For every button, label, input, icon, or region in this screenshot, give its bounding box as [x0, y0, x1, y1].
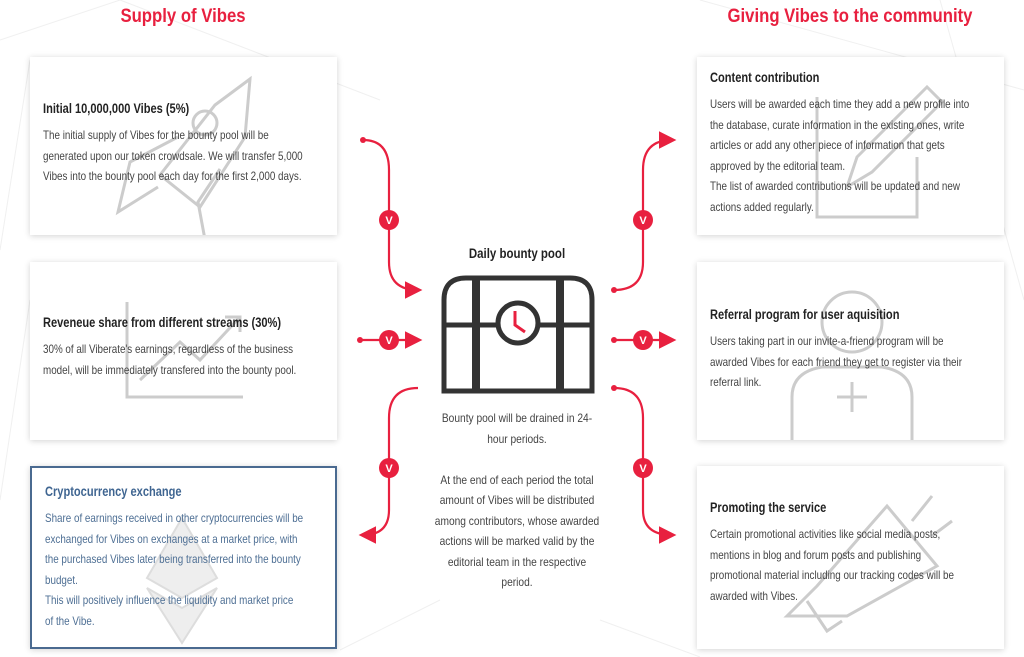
pool-text — [435, 449, 600, 470]
card-text: The initial supply of Vibes for the boun… — [43, 128, 269, 142]
bounty-pool-title: Daily bounty pool — [468, 246, 566, 261]
card-promoting-service: Promoting the service Certain promotiona… — [697, 466, 1004, 649]
pool-text: editorial team in the respective — [447, 554, 587, 569]
card-text: 30% of all Viberate's earnings, regardle… — [43, 342, 294, 356]
vibe-badge: V — [385, 215, 393, 227]
add-user-icon — [790, 290, 914, 440]
card-title: Reveneue share from different streams (3… — [43, 315, 282, 330]
card-text: Users will be awarded each time they add… — [710, 97, 970, 111]
card-title: Promoting the service — [710, 500, 827, 515]
card-text: model, will be immediately transfered in… — [43, 362, 297, 377]
card-text: Users taking part in our invite-a-friend… — [710, 334, 944, 348]
card-text: referral link. — [710, 375, 762, 389]
card-revenue-share: Reveneue share from different streams (3… — [30, 262, 337, 440]
pool-text: actions will be marked valid by the — [439, 534, 595, 548]
card-title: Cryptocurrency exchange — [45, 484, 182, 499]
vibe-badge: V — [385, 335, 393, 347]
card-text: Certain promotional activities like soci… — [710, 527, 941, 541]
pool-text: At the end of each period the total — [440, 472, 594, 487]
vibe-badge: V — [639, 463, 647, 475]
card-text: mentions in blog and forum posts and pub… — [710, 547, 922, 562]
giving-title: Giving Vibes to the community — [727, 6, 973, 27]
card-text: of the Vibe. — [45, 613, 95, 628]
card-text: promotional material including our track… — [710, 568, 954, 582]
pool-text: hour periods. — [487, 431, 547, 446]
card-text: generated upon our token crowdsale. We w… — [43, 148, 303, 163]
card-text: This will positively influence the liqui… — [45, 593, 294, 607]
card-text: awarded Vibes for each friend they get t… — [710, 354, 962, 369]
card-referral-program: Referral program for user aquisition Use… — [697, 262, 1004, 440]
card-text: awarded with Vibes. — [710, 588, 798, 603]
pool-text: Bounty pool will be drained in 24- — [441, 411, 593, 425]
vibe-badge: V — [639, 335, 647, 347]
card-text: approved by the editorial team. — [710, 158, 846, 173]
supply-title: Supply of Vibes — [120, 6, 246, 27]
card-title: Content contribution — [710, 70, 820, 85]
rocket-icon — [115, 75, 252, 235]
card-text: Vibes into the bounty pool each day for … — [43, 169, 302, 183]
card-text: Share of earnings received in other cryp… — [45, 511, 304, 525]
card-text: exchanged for Vibes on exchanges at a ma… — [45, 531, 298, 546]
card-title: Referral program for user aquisition — [710, 307, 900, 322]
card-crypto-exchange: Cryptocurrency exchange Share of earning… — [30, 466, 337, 649]
card-content-contribution: Content contribution Users will be award… — [697, 57, 1004, 235]
megaphone-icon — [783, 495, 953, 634]
card-initial-vibes: Initial 10,000,000 Vibes (5%) The initia… — [30, 57, 337, 235]
card-text: The list of awarded contributions will b… — [710, 179, 960, 193]
pool-text: among contributors, whose awarded — [434, 513, 600, 528]
ethereum-icon — [145, 516, 219, 645]
vibe-badge: V — [385, 463, 393, 475]
chart-icon — [125, 302, 243, 399]
pool-text: amount of Vibes will be distributed — [439, 493, 595, 507]
card-title: Initial 10,000,000 Vibes (5%) — [43, 101, 190, 116]
card-text: the purchased Vibes later being transfer… — [45, 552, 301, 566]
bounty-pool-description: Bounty pool will be drained in 24- hour … — [420, 408, 614, 593]
pool-text: period. — [501, 575, 533, 589]
card-text: the database, curate information in the … — [710, 117, 965, 132]
pencil-icon — [815, 84, 945, 219]
card-text: articles or add any other piece of infor… — [710, 138, 945, 152]
card-text: budget. — [45, 572, 78, 587]
card-text: actions added regularly. — [710, 199, 814, 214]
vibe-badge: V — [639, 215, 647, 227]
